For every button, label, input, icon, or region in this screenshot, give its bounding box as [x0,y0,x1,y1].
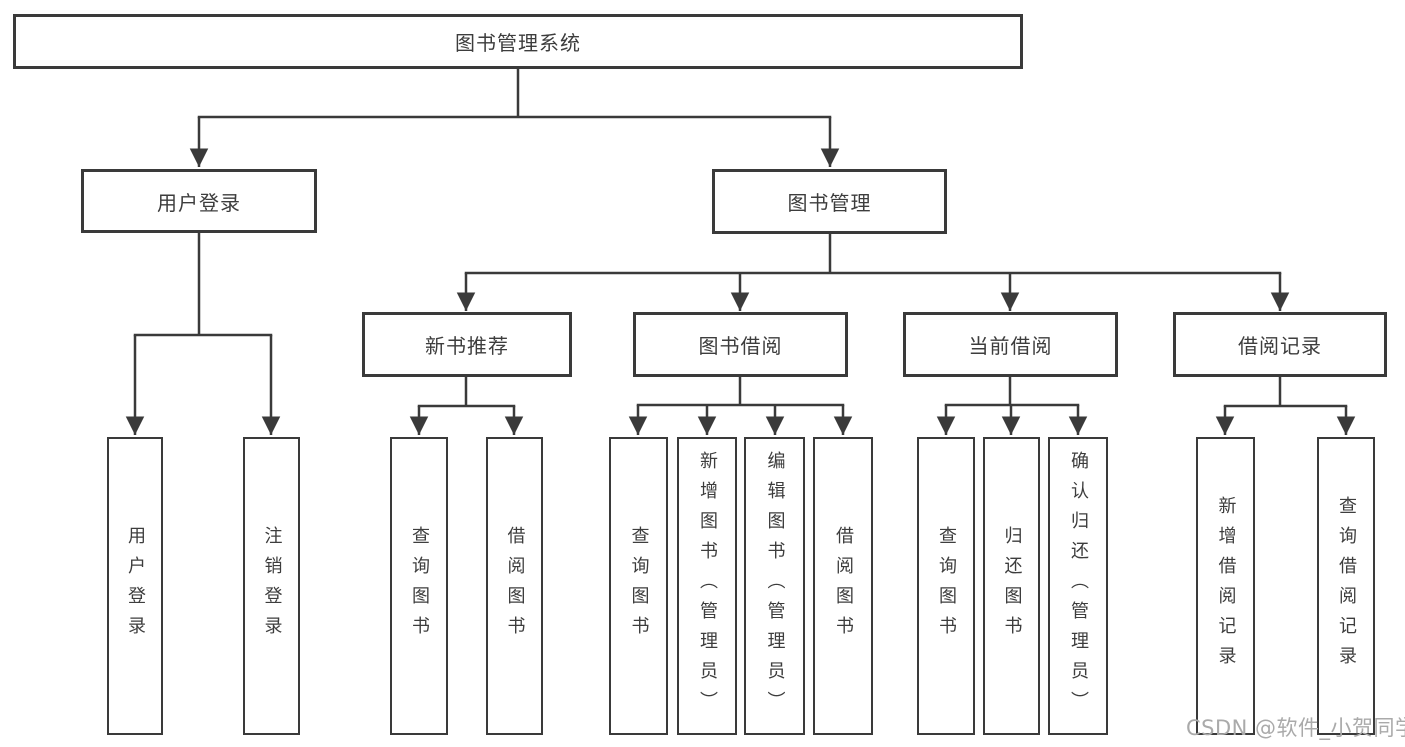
leaf-add-books-admin-label: 新增图书（管理员） [697,451,718,721]
leaf-borrowing-borrow-books: 借阅图书 [813,437,873,735]
leaf-add-borrow-record: 新增借阅记录 [1196,437,1255,735]
leaf-user-login: 用户登录 [107,437,163,735]
leaf-current-query-books: 查询图书 [917,437,975,735]
leaf-user-login-label: 用户登录 [125,526,146,646]
leaf-borrowing-query-books: 查询图书 [609,437,668,735]
leaf-recommend-borrow-books-label: 借阅图书 [504,526,526,646]
node-borrowing-records-label: 借阅记录 [1238,334,1322,358]
leaf-edit-books-admin-label: 编辑图书（管理员） [764,451,786,721]
leaf-add-books-admin: 新增图书（管理员） [677,437,737,735]
node-user-login-label: 用户登录 [157,190,241,215]
leaf-current-query-books-label: 查询图书 [936,526,957,646]
leaf-logout-label: 注销登录 [261,526,283,646]
leaf-recommend-borrow-books: 借阅图书 [486,437,543,735]
node-book-borrowing: 图书借阅 [633,312,848,377]
node-book-borrowing-label: 图书借阅 [698,334,783,358]
leaf-borrowing-borrow-books-label: 借阅图书 [833,526,854,646]
leaf-return-books-label: 归还图书 [1001,526,1023,646]
node-library-management-system: 图书管理系统 [13,14,1023,69]
node-book-management-label: 图书管理 [787,191,872,215]
leaf-recommend-query-books: 查询图书 [390,437,448,735]
leaf-recommend-query-books-label: 查询图书 [409,526,430,646]
leaf-return-books: 归还图书 [983,437,1040,735]
leaf-borrowing-query-books-label: 查询图书 [628,526,650,646]
node-borrowing-records: 借阅记录 [1173,312,1387,377]
leaf-logout: 注销登录 [243,437,300,735]
leaf-edit-books-admin: 编辑图书（管理员） [744,437,805,735]
node-current-borrowing: 当前借阅 [903,312,1118,377]
node-new-book-recommend: 新书推荐 [362,312,572,377]
leaf-confirm-return-admin-label: 确认归还（管理员） [1068,451,1089,721]
node-library-management-system-label: 图书管理系统 [455,31,581,55]
node-user-login: 用户登录 [81,169,317,233]
leaf-query-borrow-record: 查询借阅记录 [1317,437,1375,735]
node-book-management: 图书管理 [712,169,947,234]
node-current-borrowing-label: 当前借阅 [968,334,1053,358]
node-new-book-recommend-label: 新书推荐 [425,334,509,358]
csdn-watermark: CSDN @软件_小贺同学 [1186,716,1405,740]
leaf-query-borrow-record-label: 查询借阅记录 [1336,496,1357,676]
leaf-confirm-return-admin: 确认归还（管理员） [1048,437,1108,735]
leaf-add-borrow-record-label: 新增借阅记录 [1215,496,1237,676]
